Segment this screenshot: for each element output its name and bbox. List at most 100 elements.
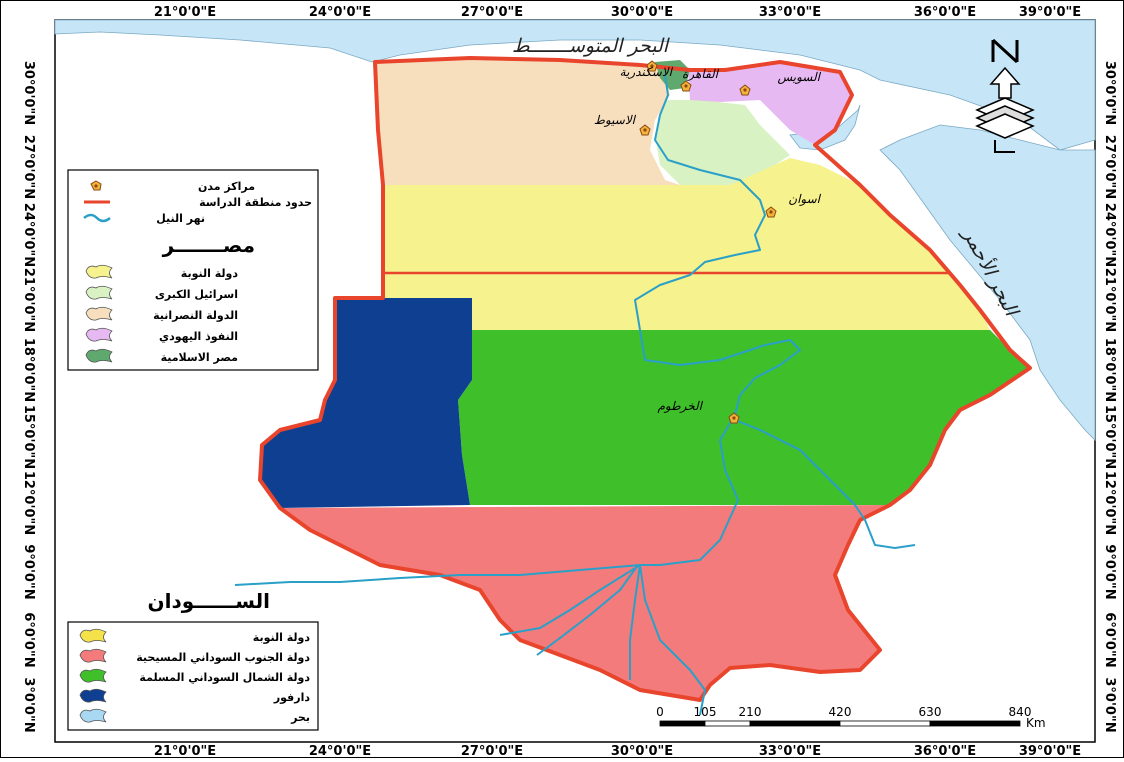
city-label: الاسيوط [594,113,637,127]
region-jewish-influence [688,62,852,145]
right-lat-label: 30°0'0"N [1102,61,1117,125]
city-label: السويس [777,70,821,84]
legend-item-label: مصر الاسلامية [161,351,238,364]
left-lat-label: 6°0'0"N [21,612,36,667]
top-lon-label: 36°0'0"E [914,5,976,20]
legend-sudan-title: الســــــودان [148,589,270,613]
legend-item-label: دولة الشمال السوداني المسلمة [139,671,310,684]
right-lat-label: 24°0'0"N [1102,203,1117,267]
city-label: اسوان [788,192,821,206]
study-area-boundary [258,56,1032,702]
right-lat-label: 12°0'0"N [1102,471,1117,535]
mediterranean-label: البحر المتوســـــــط [512,35,671,57]
city-label: القاهرة [682,67,720,81]
legend-item-label: اسرائيل الكبرى [155,288,238,301]
bottom-lon-label: 27°0'0"E [461,744,523,758]
scale-label: 0 [656,705,664,719]
river-tributary-south-4 [629,564,641,680]
city-marker [646,60,658,72]
top-lon-label: 24°0'0"E [309,5,371,20]
region-south-sudan [280,505,890,700]
region-darfur [260,298,472,508]
scale-label: 210 [739,705,762,719]
left-lat-label: 9°0'0"N [21,544,36,599]
scale-unit: Km [1026,716,1046,730]
city-label: الخرطوم [657,399,703,413]
city-marker [739,84,751,96]
legend-city-symbol [90,180,102,191]
legend-swatch [79,648,107,663]
region-greater-israel [655,100,790,185]
legend-swatch [85,285,113,300]
right-lat-label: 15°0'0"N [1102,405,1117,469]
legend-swatch [79,628,107,643]
bottom-lon-label: 24°0'0"E [309,744,371,758]
legend-sudan-items: دولة النوبة دولة الجنوب السوداني المسيحية… [79,628,311,724]
city-markers: الاسكندرية القاهرة السويس الاسيوط اسوان الخرط… [594,60,822,424]
left-lat-label: 21°0'0"N [21,268,36,332]
legend-swatch [79,688,107,703]
bottom-lon-label: 39°0'0"E [1019,744,1081,758]
legend-nile-symbol [83,213,111,223]
bottom-lon-label: 30°0'0"E [611,744,673,758]
legend-boundary-label: حدود منطقة الدراسة [199,196,312,209]
region-north-sudan [458,330,1030,505]
top-lon-label: 33°0'0"E [759,5,821,20]
legend-sudan-box [67,621,319,731]
top-lon-label: 27°0'0"E [461,5,523,20]
legend-nile-label: نهر النيل [156,212,205,225]
river-tributary-south-3 [639,564,706,716]
legend-item-label: دولة النوبة [253,631,311,644]
left-lat-label: 27°0'0"N [21,135,36,199]
region-nubia-egypt [383,158,990,330]
top-lon-label: 30°0'0"E [611,5,673,20]
scale-label: 630 [919,705,942,719]
city-marker [639,124,651,136]
legend-swatch [79,668,107,683]
scale-label: 840 [1009,705,1032,719]
scale-segment [659,720,706,727]
legend-swatch [85,264,113,279]
legend-item-label: بحر [290,711,310,724]
scale-label: 420 [829,705,852,719]
river-tributary-south-1 [499,564,641,636]
red-sea [789,104,1096,441]
city-marker [680,80,692,92]
mediterranean-sea [54,19,1096,151]
right-lat-label: 6°0'0"N [1102,612,1117,667]
blue-nile [734,419,916,549]
bottom-lon-label: 21°0'0"E [154,744,216,758]
top-lon-label: 39°0'0"E [1019,5,1081,20]
legend-swatch [85,327,113,342]
legend-item-label: الدولة النصرانية [153,309,238,322]
legend-egypt-title: مصـــــــر [162,233,255,257]
coordinate-grid-labels: 21°0'0"E 24°0'0"E 27°0'0"E 30°0'0"E 33°0'0"E… [21,5,1117,759]
scale-segment [704,720,751,727]
top-lon-label: 21°0'0"E [154,5,216,20]
bottom-lon-label: 33°0'0"E [759,744,821,758]
right-lat-label: 9°0'0"N [1102,544,1117,599]
city-marker [765,206,777,218]
scale-segment [749,720,841,727]
legend-egypt: مراكز مدن حدود منطقة الدراسة نهر النيل م… [67,169,319,371]
city-label: الاسكندرية [620,65,674,79]
left-lat-label: 24°0'0"N [21,203,36,267]
scale-segment [839,720,931,727]
region-christian-state [375,58,680,185]
left-lat-label: 18°0'0"N [21,338,36,402]
left-lat-label: 3°0'0"N [21,677,36,732]
legend-swatch [79,708,107,723]
legend-item-label: دولة الجنوب السوداني المسيحية [136,651,310,664]
right-lat-label: 3°0'0"N [1102,677,1117,732]
river-tributary-west [234,564,641,586]
north-arrow-icon [975,38,1035,153]
legend-item-label: دارفور [273,691,311,704]
legend-city-label: مراكز مدن [198,180,255,193]
nile-river [634,74,801,566]
legend-swatch [85,348,113,363]
legend-swatch [85,306,113,321]
